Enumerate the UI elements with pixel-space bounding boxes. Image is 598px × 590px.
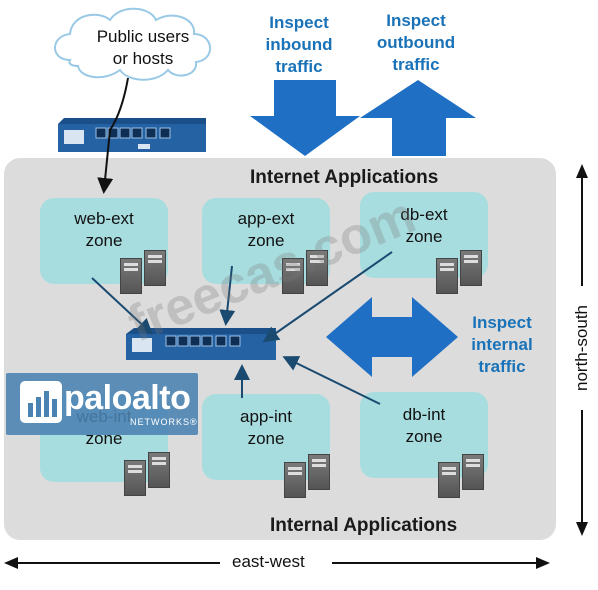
server-icon — [284, 462, 306, 498]
inspect-outbound-line2: outbound — [376, 33, 456, 52]
zone-web-ext-line1: web-ext — [74, 209, 134, 228]
internal-firewall-icon — [126, 328, 276, 360]
server-icon — [144, 250, 166, 286]
inspect-outbound-label: Inspect outbound traffic — [370, 10, 462, 76]
east-west-label: east-west — [232, 552, 305, 571]
internet-applications-title: Internet Applications — [250, 167, 439, 188]
zone-app-int-line2: zone — [247, 429, 285, 448]
zone-app-ext-line1: app-ext — [237, 209, 295, 228]
cloud-label: Public users or hosts — [78, 26, 208, 70]
paloalto-logo-sub: NETWORKS® — [130, 417, 198, 427]
inspect-inbound-label: Inspect inbound traffic — [258, 12, 340, 78]
east-west-axis-icon — [4, 557, 550, 569]
outbound-arrow-icon — [360, 80, 476, 156]
server-icon — [462, 454, 484, 490]
inspect-internal-line3: traffic — [478, 357, 526, 376]
server-icon — [436, 258, 458, 294]
server-icon — [460, 250, 482, 286]
inspect-outbound-line3: traffic — [392, 55, 440, 74]
cloud-label-line1: Public users — [96, 27, 190, 46]
zone-db-ext-line1: db-ext — [400, 205, 448, 224]
internal-double-arrow-icon — [326, 297, 458, 377]
cloud-icon — [54, 7, 211, 81]
server-icon — [124, 460, 146, 496]
inbound-arrow-icon — [250, 80, 360, 156]
north-south-label: north-south — [572, 305, 591, 391]
inspect-internal-line2: internal — [471, 335, 533, 354]
inspect-outbound-line1: Inspect — [386, 11, 446, 30]
paloalto-logo-word: paloalto — [64, 379, 191, 417]
internal-applications-title: Internal Applications — [270, 515, 458, 536]
server-icon — [308, 454, 330, 490]
zone-db-int-line2: zone — [405, 427, 443, 446]
inspect-internal-label: Inspect internal traffic — [462, 312, 542, 378]
zone-db-ext-line2: zone — [405, 227, 443, 246]
cloud-label-line2: or hosts — [112, 49, 174, 68]
inspect-internal-line1: Inspect — [472, 313, 532, 332]
zone-web-ext-line2: zone — [85, 231, 123, 250]
zone-app-int-line1: app-int — [240, 407, 292, 426]
paloalto-mark-icon — [20, 381, 62, 423]
inspect-inbound-line1: Inspect — [269, 13, 329, 32]
server-icon — [438, 462, 460, 498]
zone-db-int-line1: db-int — [402, 405, 446, 424]
inspect-inbound-line3: traffic — [275, 57, 323, 76]
perimeter-firewall-icon — [58, 118, 206, 152]
paloalto-logo: paloalto NETWORKS® — [6, 373, 198, 435]
inspect-inbound-line2: inbound — [265, 35, 333, 54]
north-south-axis-icon — [576, 164, 588, 536]
zone-app-ext-line2: zone — [247, 231, 285, 250]
server-icon — [120, 258, 142, 294]
server-icon — [148, 452, 170, 488]
